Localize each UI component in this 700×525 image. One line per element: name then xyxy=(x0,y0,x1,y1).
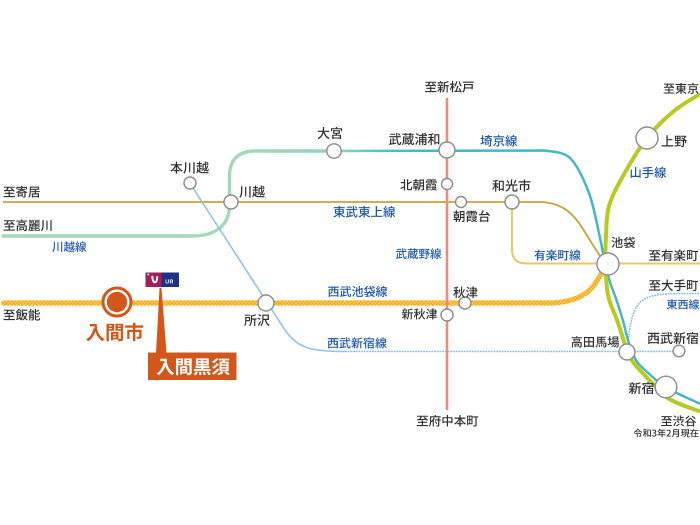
svg-text:UR: UR xyxy=(165,280,174,286)
